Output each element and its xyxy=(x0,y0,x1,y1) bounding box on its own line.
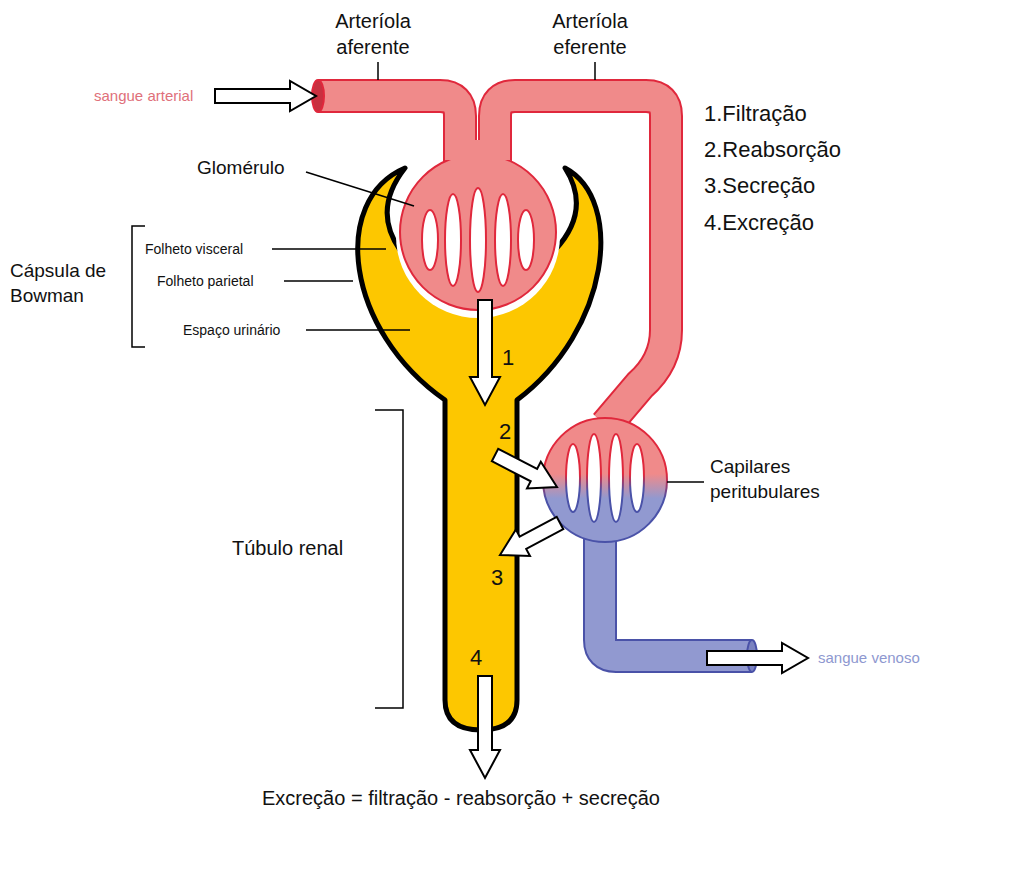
excretion-arrow xyxy=(470,676,500,778)
part-label: Capilares peritubulares xyxy=(710,455,850,504)
part-label: Folheto visceral xyxy=(145,240,243,258)
peritubular-capillaries xyxy=(543,418,667,542)
leader-line xyxy=(284,280,353,282)
callout-number: 4 xyxy=(470,644,482,673)
capillary-loop xyxy=(422,210,438,270)
leader-line xyxy=(594,62,596,80)
filtration-arrow xyxy=(470,300,500,405)
afferent-arteriole xyxy=(318,96,460,175)
callout-number: 3 xyxy=(491,564,503,593)
capillary-loop xyxy=(630,444,644,512)
visceral-gap xyxy=(396,154,560,318)
capillary-loop xyxy=(566,444,580,512)
capillary-loop xyxy=(587,434,601,522)
part-label: Túbulo renal xyxy=(232,535,343,561)
equation: Excreção = filtração - reabsorção + secr… xyxy=(262,785,660,811)
leader-line xyxy=(377,62,379,80)
flow-label: sangue arterial xyxy=(94,86,193,106)
part-label: Espaço urinário xyxy=(183,321,280,339)
callout-number: 1 xyxy=(502,344,514,373)
arterial-flow-arrow xyxy=(215,81,316,111)
callout-number: 2 xyxy=(499,418,511,447)
capillary-loop xyxy=(518,210,534,270)
afferent-arteriole-wall xyxy=(318,96,460,175)
part-label: Glomérulo xyxy=(197,156,285,181)
venous-vessel-wall xyxy=(600,530,752,656)
process-list-item: 2.Reabsorção xyxy=(704,136,841,165)
process-list-item: 1.Filtração xyxy=(704,100,807,129)
reabsorption-arrow xyxy=(492,449,557,489)
flow-label: sangue venoso xyxy=(818,648,920,668)
capillary-loop xyxy=(609,434,623,522)
bracket xyxy=(132,226,145,347)
leader-line xyxy=(306,329,410,331)
secretion-arrow xyxy=(500,517,563,556)
leader-line xyxy=(667,481,704,483)
capillary-loop xyxy=(470,188,486,292)
vessel-label: Arteríola aferente xyxy=(318,8,428,60)
part-label: Cápsula de Bowman xyxy=(10,259,122,308)
part-label: Folheto parietal xyxy=(157,272,254,290)
process-list-item: 3.Secreção xyxy=(704,172,815,201)
glomerulus-stem xyxy=(446,140,510,160)
venous-flow-arrow xyxy=(707,643,808,673)
capillary-loop xyxy=(495,194,511,286)
bracket xyxy=(375,410,403,708)
glomerulus xyxy=(400,154,556,310)
venous-vessel xyxy=(600,530,752,656)
vessel-label: Arteríola eferente xyxy=(535,8,645,60)
capillary-loop xyxy=(445,194,461,286)
process-list-item: 4.Excreção xyxy=(704,209,814,238)
leader-line xyxy=(272,248,386,250)
leader-line xyxy=(306,172,414,206)
